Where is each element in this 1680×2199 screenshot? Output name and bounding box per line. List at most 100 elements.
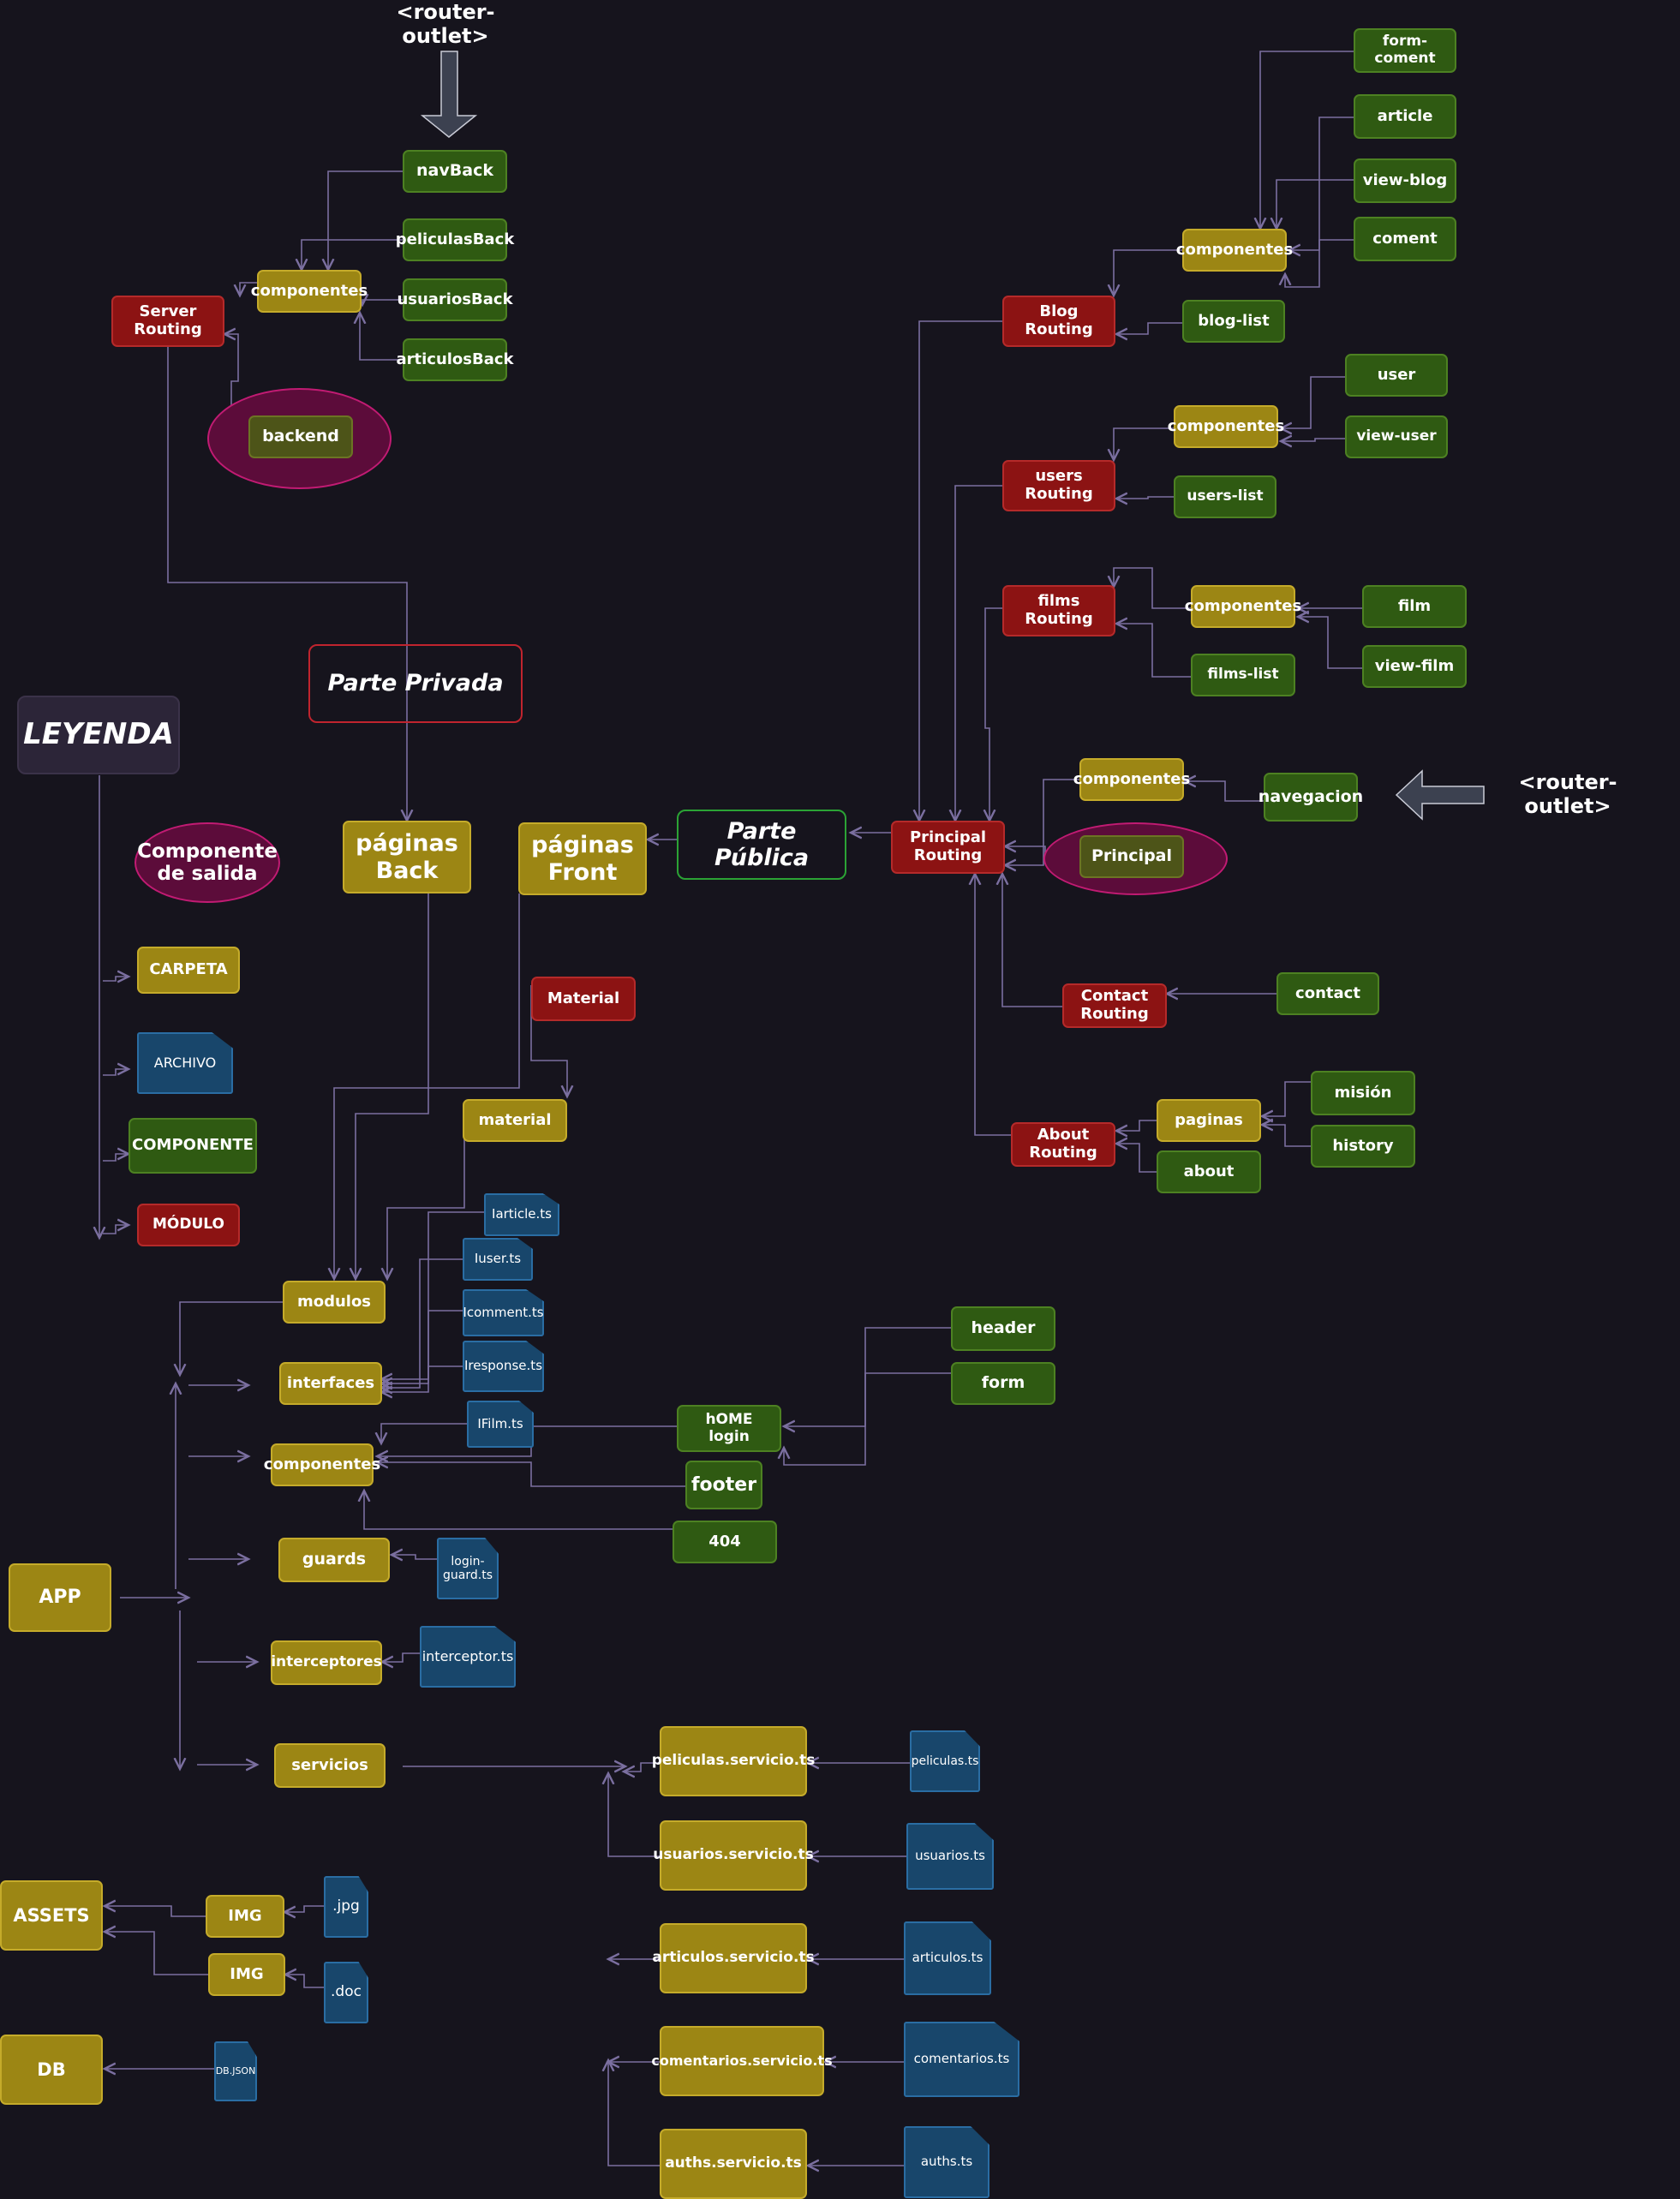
edge [362,300,403,305]
peliculasBack-node: peliculasBack [396,218,514,261]
comentarios-ts-node: comentarios.ts [904,2022,1019,2097]
home-login-node: hOME login [677,1405,781,1452]
servicios-node: servicios [274,1743,386,1788]
users-routing-node: users Routing [1002,460,1115,511]
edge [381,1310,463,1383]
edge [1116,624,1191,678]
paginas-about-node: paginas [1157,1099,1261,1142]
edge [285,1975,324,1988]
edge [381,1423,467,1443]
edge [364,1491,673,1530]
guards-node: guards [278,1538,390,1582]
form-coment-node: form-coment [1354,28,1456,73]
edge [1262,1081,1311,1116]
edge [1002,874,1062,1007]
arrow-down-icon [420,51,478,138]
ifilm-node: IFilm.ts [467,1401,534,1448]
edge [1276,179,1354,229]
paginas-back-node: páginas Back [343,821,471,893]
backend-node: backend [248,415,353,458]
edge [360,313,403,361]
navBack-node: navBack [403,150,507,193]
assets-node: ASSETS [0,1880,103,1951]
edge [1114,249,1182,296]
blog-routing-node: Blog Routing [1002,296,1115,347]
peliculas-servicio-node: peliculas.servicio.ts [652,1726,815,1796]
doc-node: .doc [324,1962,368,2023]
edge [103,1069,129,1076]
interceptores-node: interceptores [271,1640,382,1685]
edge [334,893,520,1279]
componentes-users-node: componentes [1168,405,1284,448]
footer-node: footer [685,1461,762,1509]
leg-modulo-node: MÓDULO [137,1204,240,1246]
about-routing-node: About Routing [1011,1122,1115,1167]
iresponse-node: Iresponse.ts [463,1341,544,1392]
edge [784,1372,951,1466]
c404-node: 404 [673,1521,777,1563]
edge [1281,439,1345,441]
edge [382,1652,420,1662]
edge [103,1225,129,1234]
contact-routing-node: Contact Routing [1062,983,1167,1028]
login-guard-node: login- guard.ts [437,1538,499,1599]
edge [608,1773,660,1857]
leg-carpeta-node: CARPETA [137,947,240,994]
componentes-app-node: componentes [264,1443,380,1486]
edge [377,1462,685,1487]
edge [975,874,1011,1136]
edge [1005,779,1079,865]
contact-node: contact [1276,972,1379,1015]
mision-node: misión [1311,1071,1415,1115]
article-node: article [1354,94,1456,139]
edge [1116,322,1182,334]
auths-ts-node: auths.ts [904,2126,989,2198]
edge [167,347,407,821]
leg-componente-node: COMPONENTE [129,1118,257,1174]
edge [1114,427,1174,460]
interfaces-node: interfaces [279,1362,382,1405]
edge [955,485,1002,821]
edge [381,1365,463,1379]
navegacion-node: navegacion [1259,773,1363,822]
material-folder-node: material [463,1099,567,1142]
img2-node: IMG [208,1953,285,1996]
principal-routing-node: Principal Routing [891,821,1005,874]
edge [624,1762,660,1772]
film-node: film [1362,585,1467,628]
modulos-node: modulos [283,1281,386,1324]
films-list-node: films-list [1191,654,1295,696]
edge [919,320,1002,821]
componentes-blog-node: componentes [1176,229,1293,272]
edge [1285,117,1354,288]
router-outlet-right-node: <router-outlet> [1518,770,1617,818]
comentarios-servicio-node: comentarios.servicio.ts [651,2026,833,2096]
material-module-node: Material [531,977,636,1021]
leyenda-node: LEYENDA [17,696,180,774]
componentes-nav-node: componentes [1073,758,1190,801]
img1-node: IMG [206,1895,284,1938]
edge [1116,497,1174,499]
edge [381,1258,463,1388]
blog-list-node: blog-list [1182,300,1285,343]
edge [302,239,403,270]
comp-salida-node: Componente de salida [135,822,280,903]
user-node: user [1345,354,1448,397]
app-node: APP [9,1563,111,1632]
edge [784,1327,951,1426]
router-outlet-top-node: <router-outlet> [396,0,495,48]
edge [356,893,429,1279]
usuarios-ts-node: usuarios.ts [906,1823,994,1890]
edge [985,607,1002,821]
componentes-back-node: componentes [251,270,368,313]
usuarios-servicio-node: usuarios.servicio.ts [653,1820,814,1891]
iuser-node: Iuser.ts [463,1238,533,1281]
edge [180,1301,283,1375]
view-film-node: view-film [1362,645,1467,688]
jpg-node: .jpg [324,1876,368,1938]
parte-privada-node: Parte Privada [308,644,523,723]
edge [105,1906,206,1917]
iarticle-node: Iarticle.ts [484,1193,559,1236]
edge [608,2060,660,2166]
